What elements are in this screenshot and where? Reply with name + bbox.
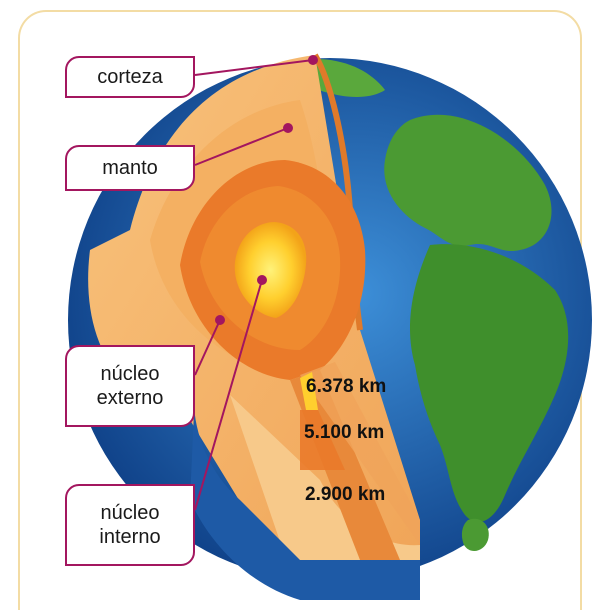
leader-inner-core <box>194 279 263 511</box>
depth-mantle: 2.900 km <box>305 484 386 505</box>
leader-mantle <box>194 127 289 166</box>
label-mantle: manto <box>65 145 195 191</box>
leader-outer-core <box>194 319 221 376</box>
land-mass <box>384 114 552 252</box>
label-outer-core-text: núcleo externo <box>96 363 164 409</box>
label-inner-core: núcleo interno <box>65 484 195 566</box>
inner-core <box>234 222 307 318</box>
land-mass <box>410 244 569 523</box>
label-outer-core: núcleo externo <box>65 345 195 427</box>
land-mass <box>461 518 489 552</box>
label-crust: corteza <box>65 56 195 98</box>
depth-inner-outer: 5.100 km <box>304 422 385 443</box>
label-inner-core-text: núcleo interno <box>99 502 161 548</box>
depth-center: 6.378 km <box>306 376 387 397</box>
leader-lines <box>194 55 318 511</box>
leader-crust <box>194 59 314 76</box>
